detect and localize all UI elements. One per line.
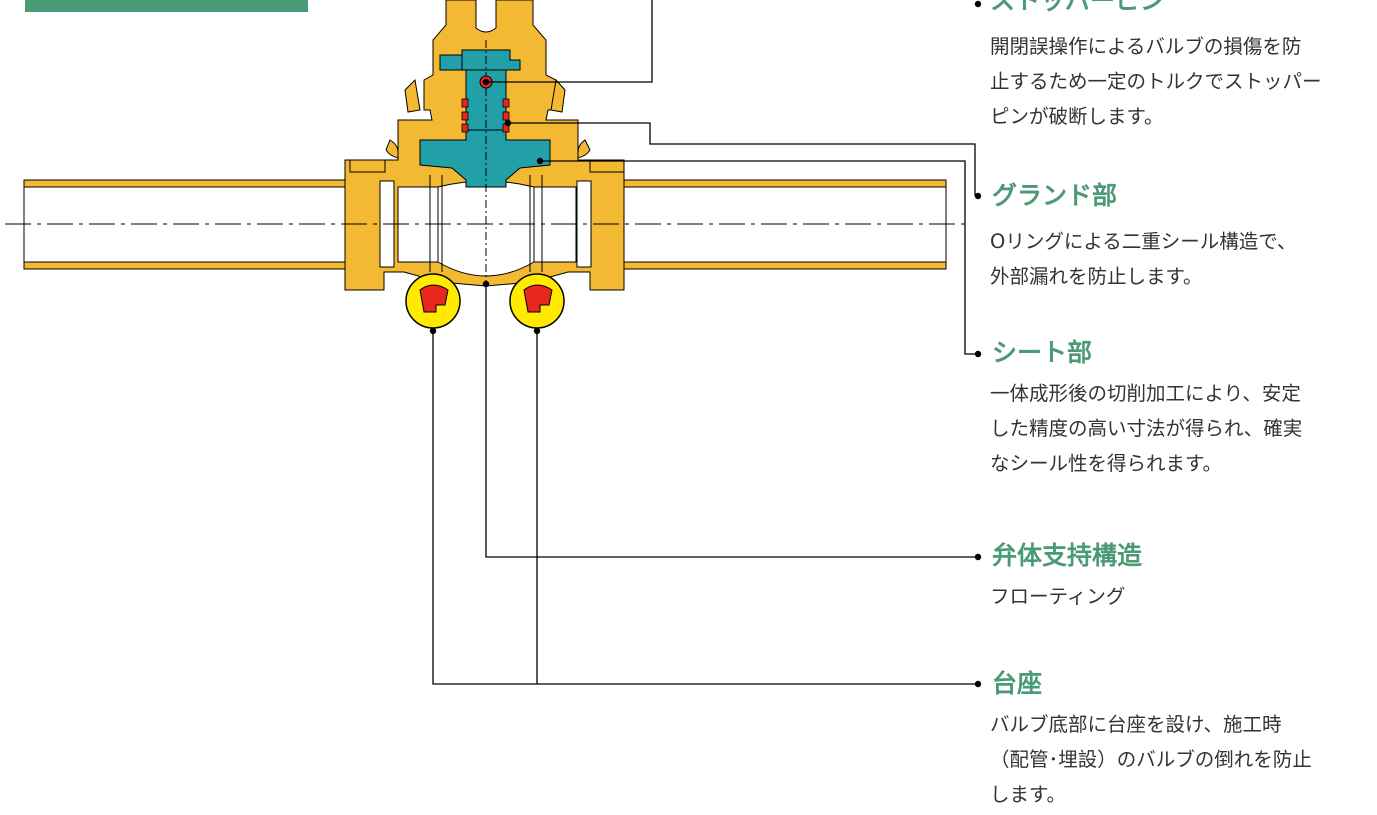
desc-line: 止するため一定のトルクでストッパー <box>990 70 1322 93</box>
callout-desc-pedestal: バルブ底部に台座を設け、施工時 （配管･埋設）のバルブの倒れを防止 します。 <box>990 707 1377 812</box>
leader-lines <box>432 0 978 685</box>
desc-line: 外部漏れを防止します。 <box>990 265 1203 288</box>
desc-line: Oリングによる二重シール構造で、 <box>990 230 1297 253</box>
desc-line: フローティング <box>990 585 1126 608</box>
desc-line: した精度の高い寸法が得られ、確実 <box>990 417 1303 440</box>
desc-line: 一体成形後の切削加工により、安定 <box>990 382 1301 405</box>
desc-line: なシール性を得られます。 <box>990 452 1223 475</box>
gland-o-rings <box>461 98 510 133</box>
callout-heading-stopper-pin: ストッパーピン <box>990 0 1166 15</box>
desc-line: バルブ底部に台座を設け、施工時 <box>990 713 1282 736</box>
callout-heading-seat: シート部 <box>992 338 1093 367</box>
callout-heading-floating-support: 弁体支持構造 <box>992 541 1143 570</box>
section-header-tab <box>25 0 308 12</box>
seat-detail-right <box>509 273 565 329</box>
leader-dots <box>429 0 982 688</box>
desc-line: （配管･埋設）のバルブの倒れを防止 <box>990 748 1312 771</box>
desc-line: ピンが破断します。 <box>990 105 1164 128</box>
callout-desc-stopper-pin: 開閉誤操作によるバルブの損傷を防 止するため一定のトルクでストッパー ピンが破断… <box>990 29 1377 134</box>
callout-desc-seat: 一体成形後の切削加工により、安定 した精度の高い寸法が得られ、確実 なシール性を… <box>990 376 1377 481</box>
desc-line: します。 <box>990 783 1067 806</box>
callout-heading-pedestal: 台座 <box>992 669 1043 698</box>
desc-line: 開閉誤操作によるバルブの損傷を防 <box>990 35 1302 58</box>
seat-detail-left <box>405 273 461 329</box>
valve-stem <box>419 40 551 290</box>
callout-desc-gland: Oリングによる二重シール構造で、 外部漏れを防止します。 <box>990 224 1377 294</box>
callout-desc-floating-support: フローティング <box>990 579 1377 614</box>
callout-heading-gland: グランド部 <box>992 181 1118 210</box>
